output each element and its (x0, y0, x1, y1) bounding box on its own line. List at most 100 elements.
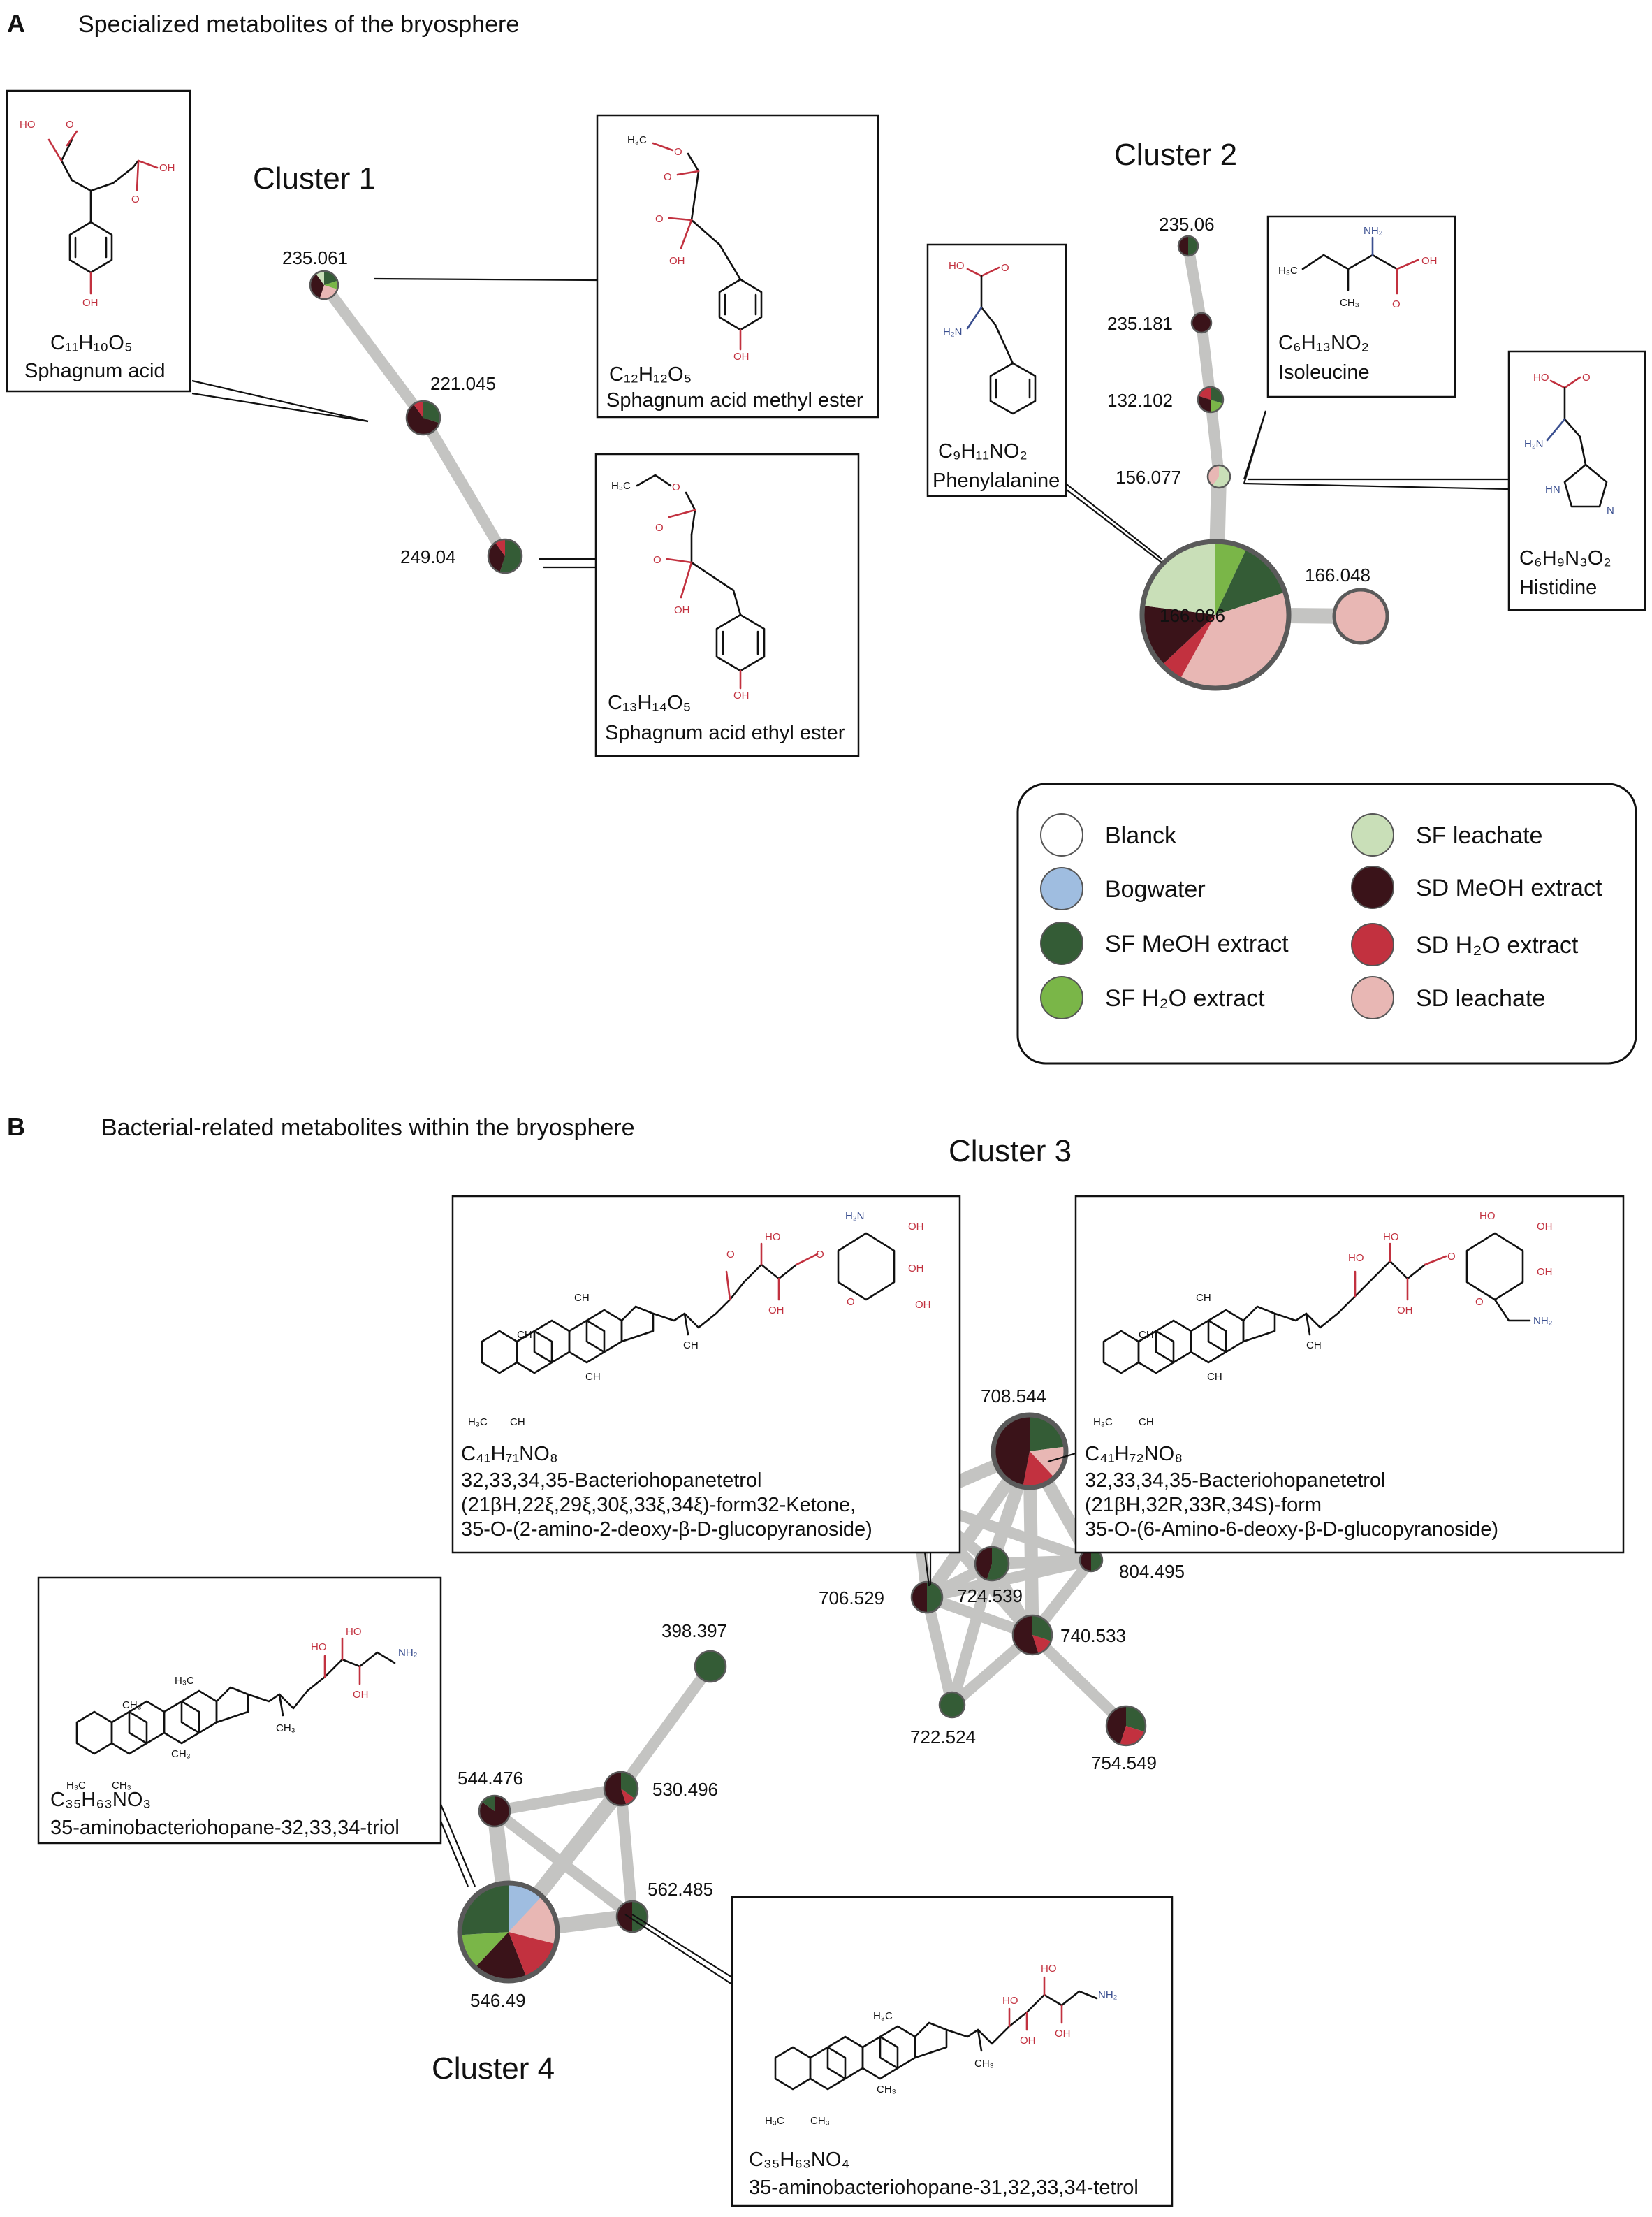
node-border (487, 538, 523, 574)
name-ethyl-ester: Sphagnum acid ethyl ester (605, 722, 845, 744)
pie-slice (1142, 541, 1215, 615)
name-phenylalanine: Phenylalanine (933, 470, 1060, 492)
legend-swatch (1351, 866, 1394, 909)
node-border (910, 1580, 944, 1614)
atom-label: CH (1139, 1329, 1154, 1341)
pie-slice (475, 1932, 527, 1982)
atom-label: OH (1537, 1266, 1553, 1278)
pie-slice (1192, 313, 1211, 333)
pie-slice (1334, 590, 1387, 643)
atom-label: HO (1348, 1252, 1364, 1264)
structure-ethyl-ester: H₃C O O O OH OH (611, 474, 766, 702)
atom-label: NH₂ (398, 1647, 418, 1659)
atom-label: O (1447, 1251, 1456, 1263)
compound-box-isoleucine: H₃C CH₃ NH₂ OH O C₆H₁₃NO₂ Isoleucine (1266, 215, 1456, 398)
node-border (1197, 386, 1225, 414)
atom-label: OH (1397, 1304, 1413, 1316)
node-label: 132.102 (1107, 390, 1173, 411)
pie-slice (509, 1882, 542, 1932)
atom-label: O (66, 119, 74, 131)
node-label: 754.549 (1091, 1752, 1157, 1773)
atom-label: HN (1545, 484, 1560, 495)
panel-a-letter: A (7, 9, 25, 38)
network-node-156-077 (1206, 464, 1231, 489)
atom-label: CH (683, 1339, 699, 1351)
network-edge (1183, 240, 1207, 328)
network-edge (946, 1558, 997, 1710)
atom-label: CH₃ (112, 1780, 131, 1791)
node-border (457, 1880, 560, 1984)
atom-label: O (655, 522, 664, 534)
legend-label: SF leachate (1416, 822, 1542, 849)
network-node-132-102 (1197, 386, 1225, 414)
network-edge (489, 1783, 627, 1817)
atom-label: CH (1207, 1371, 1222, 1383)
atom-label: OH (159, 162, 175, 174)
panel-a-title: Specialized metabolites of the bryospher… (78, 11, 519, 38)
pie-slice (604, 1772, 627, 1806)
node-border (1332, 588, 1389, 645)
atom-label: CH₃ (1340, 297, 1359, 309)
pie-slice (316, 271, 324, 285)
atom-label: HO (1041, 1963, 1057, 1975)
atom-label: O (816, 1249, 824, 1260)
structure-phenylalanine: HO O H₂N (943, 260, 1037, 415)
atom-label: HO (1002, 1995, 1018, 2007)
legend-swatch (1351, 976, 1394, 1019)
atom-label: OH (1537, 1221, 1553, 1233)
legend-label: Blanck (1105, 822, 1177, 849)
atom-label: HO (949, 260, 965, 272)
legend-item-bogwater: Bogwater (1040, 867, 1206, 910)
atom-label: O (655, 213, 664, 225)
atom-label: CH₃ (276, 1722, 295, 1734)
network-nodes (309, 235, 1389, 1984)
atom-label: H₃C (627, 134, 647, 146)
legend-swatch (1040, 813, 1083, 857)
atom-label: HO (346, 1626, 362, 1638)
network-node-235-181 (1190, 312, 1213, 334)
name-aminotetrol: 35-aminobacteriohopane-31,32,33,34-tetro… (749, 2176, 1139, 2199)
pie-slice (509, 1932, 556, 1978)
network-edge (1027, 1629, 1132, 1731)
pie-slice (986, 1547, 1009, 1580)
name-methyl-ester: Sphagnum acid methyl ester (606, 389, 863, 412)
formula-isoleucine: C₆H₁₃NO₂ (1278, 332, 1369, 354)
atom-label: N (1607, 504, 1614, 516)
node-label: 722.524 (910, 1727, 976, 1747)
network-node-546-49 (457, 1880, 560, 1984)
node-label: 530.496 (652, 1779, 718, 1800)
atom-label: CH₃ (171, 1748, 191, 1760)
formula-histidine: C₆H₉N₃O₂ (1519, 547, 1611, 569)
structure-methyl-ester: H₃C O O O OH OH (627, 134, 763, 363)
pie-slice (1215, 541, 1247, 615)
network-edge (615, 1783, 638, 1922)
node-label: 398.397 (661, 1620, 727, 1641)
network-node-398-397 (694, 1650, 727, 1683)
name-aminotriol: 35-aminobacteriohopane-32,33,34-triol (50, 1817, 400, 1839)
pie-slice (1013, 1615, 1039, 1655)
compound-box-bht-glucosamine-ketone: O HO OH O H₂N OH OH OH O CH CH H₃C CH CH… (451, 1195, 961, 1554)
atom-label: O (674, 146, 682, 158)
atom-label: HO (1383, 1231, 1399, 1243)
compound-box-sphagnum-acid-methyl-ester: H₃C O O O OH OH C₁₂H₁₂O₅ Sphagnum acid m… (596, 114, 879, 419)
formula-aminotetrol: C₃₅H₆₃NO₄ (749, 2149, 849, 2171)
formula-methyl-ester: C₁₂H₁₂O₅ (609, 363, 692, 386)
node-border (694, 1650, 727, 1683)
atom-label: H₃C (873, 2010, 893, 2022)
atom-label: O (1582, 372, 1591, 384)
atom-label: H₂N (1524, 438, 1544, 450)
atom-label: OH (1020, 2035, 1036, 2047)
node-border (603, 1771, 639, 1807)
pie-slice (617, 1901, 632, 1932)
node-border (1105, 1705, 1147, 1747)
pie-slice (927, 1582, 942, 1613)
pie-slice (1080, 1549, 1091, 1571)
structure-sphagnum-acid: HO O OH O OH (20, 119, 175, 309)
pie-slice (912, 1582, 927, 1613)
atom-label: O (664, 171, 672, 183)
compound-box-histidine: HO O H₂N HN N C₆H₉N₃O₂ Histidine (1507, 350, 1646, 611)
atom-label: H₃C (468, 1416, 488, 1428)
name-bht-ketone-1: 32,33,34,35-Bacteriohopanetetrol (461, 1469, 761, 1492)
pie-slice (499, 539, 522, 573)
